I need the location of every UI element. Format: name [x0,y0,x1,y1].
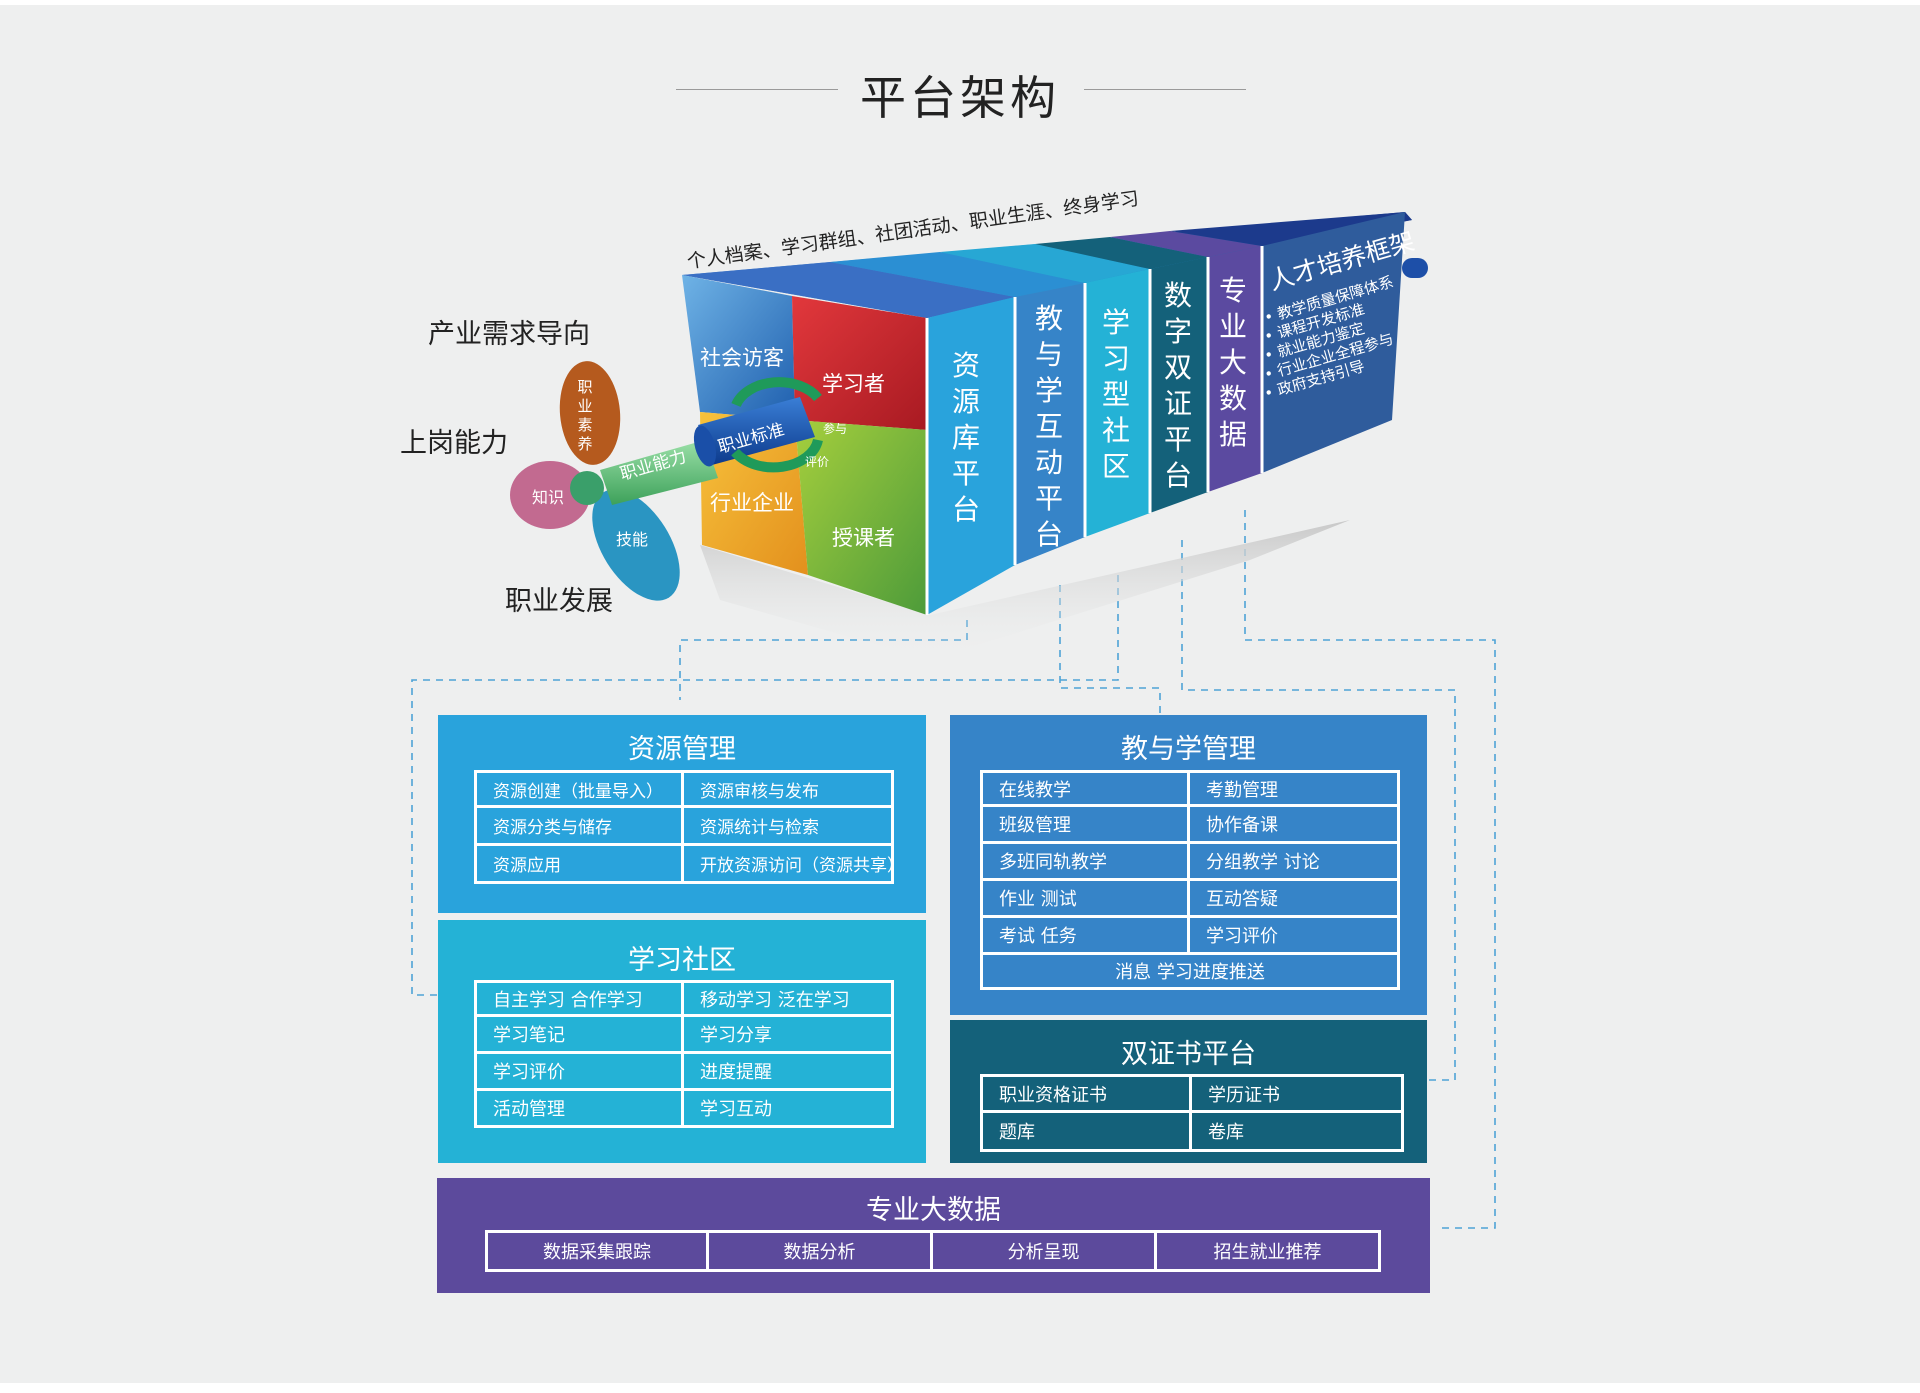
cycle-participate-label: 参与 [823,421,847,436]
teaching-cell: 互动答疑 [1187,878,1400,918]
teaching-cell: 分组教学 讨论 [1187,841,1400,881]
dual-cert-panel: 双证书平台 职业资格证书学历证书题库卷库 [950,1020,1427,1163]
teaching-cell: 在线教学 [980,770,1190,807]
cycle-arrow-top [731,377,822,408]
resource-cell: 开放资源访问（资源共享） [681,843,894,884]
bigdata-cell: 分析呈现 [930,1230,1157,1272]
community-cell: 进度提醒 [681,1051,894,1091]
teaching-cell: 考勤管理 [1187,770,1400,807]
bigdata-cell: 招生就业推荐 [1154,1230,1381,1272]
propeller [510,361,823,601]
resource-cell: 资源审核与发布 [681,770,894,808]
quadrant-learner [792,296,927,430]
shaft-blue [698,397,815,465]
community-cell: 学习互动 [681,1088,894,1128]
community-cell: 活动管理 [474,1088,684,1128]
teaching-cell: 协作备课 [1187,804,1400,844]
cube-shadow [700,520,1350,660]
cycle-evaluate-label: 评价 [805,455,829,469]
bigdata-cell: 数据分析 [706,1230,933,1272]
blade-knowledge-label: 知识 [532,488,564,507]
guide-career-development: 职业发展 [505,586,613,617]
slice-bigdata [1208,246,1262,492]
shaft-end-cap [693,425,717,467]
guide-job-ability: 上岗能力 [400,428,508,459]
blade-professional-quality [559,361,621,465]
teaching-cell: 学习评价 [1187,915,1400,955]
blade-knowledge [510,461,590,529]
resource-cell: 资源创建（批量导入） [474,770,684,808]
blade-professional-quality-label: 职业素养 [577,378,592,453]
quadrant-social-visitor-label: 社会访客 [700,346,784,370]
quadrant-learner-label: 学习者 [822,372,885,396]
page-title: 平台架构 [860,71,1060,125]
connector-cert [1181,540,1456,1081]
community-cell: 自主学习 合作学习 [474,980,684,1017]
slice-community-label: 学习型社区 [1102,306,1130,483]
resource-cell: 资源分类与储存 [474,805,684,846]
teaching-cell: 班级管理 [980,804,1190,844]
community-cell: 移动学习 泛在学习 [681,980,894,1017]
title-rule-left [676,89,838,90]
teaching-cell: 考试 任务 [980,915,1190,955]
quadrant-industry-label: 行业企业 [710,491,794,515]
slice-framework [1262,212,1405,473]
slice-cert-label: 数字双证平台 [1164,279,1192,492]
slice-teaching-label: 教与学互动平台 [1035,302,1063,551]
slice-cert [1150,257,1208,513]
big-data-title: 专业大数据 [866,1195,1001,1226]
connector-bigdata [1244,510,1496,1229]
connector-community-left [411,575,1119,996]
cert-cell: 卷库 [1189,1110,1404,1152]
dual-cert-title: 双证书平台 [1121,1039,1256,1070]
slice-bigdata-label: 专业大数据 [1219,274,1247,451]
cube-top-strips [682,212,1412,318]
blade-skill-label: 技能 [616,530,648,549]
cert-cell: 题库 [980,1110,1192,1152]
blade-skill [592,489,680,601]
connector-lines [411,510,1496,1229]
teaching-footer-cell: 消息 学习进度推送 [980,952,1400,990]
resource-management-title: 资源管理 [628,734,736,765]
community-cell: 学习评价 [474,1051,684,1091]
quadrant-teacher-label: 授课者 [832,526,895,550]
cert-cell: 职业资格证书 [980,1074,1192,1113]
title-rule-right [1084,89,1246,90]
bigdata-cell: 数据采集跟踪 [485,1230,709,1272]
quadrant-teacher [795,420,927,615]
cube-tail-cylinder [1402,258,1428,278]
propeller-hub [570,471,604,505]
cube-side-slices [925,212,1428,615]
slice-community [1085,269,1150,537]
cycle-arrow-bottom [731,438,823,473]
slice-teaching [1015,283,1085,565]
teaching-management-panel: 教与学管理 在线教学考勤管理班级管理协作备课多班同轨教学分组教学 讨论作业 测试… [950,715,1427,1015]
guide-industry-demand: 产业需求导向 [428,319,590,350]
slice-resource [927,297,1015,615]
learning-community-title: 学习社区 [628,945,736,976]
cert-cell: 学历证书 [1189,1074,1404,1113]
learning-community-panel: 学习社区 自主学习 合作学习移动学习 泛在学习学习笔记学习分享学习评价进度提醒活… [438,920,926,1163]
community-cell: 学习分享 [681,1014,894,1054]
slice-resource-label: 资源库平台 [952,349,980,526]
teaching-management-title: 教与学管理 [1121,734,1256,765]
shaft-green [600,440,718,505]
big-data-panel: 专业大数据 数据采集跟踪数据分析分析呈现招生就业推荐 [437,1178,1430,1293]
teaching-cell: 作业 测试 [980,878,1190,918]
resource-management-panel: 资源管理 资源创建（批量导入）资源审核与发布资源分类与储存资源统计与检索资源应用… [438,715,926,913]
community-cell: 学习笔记 [474,1014,684,1054]
teaching-cell: 多班同轨教学 [980,841,1190,881]
resource-cell: 资源统计与检索 [681,805,894,846]
resource-cell: 资源应用 [474,843,684,884]
